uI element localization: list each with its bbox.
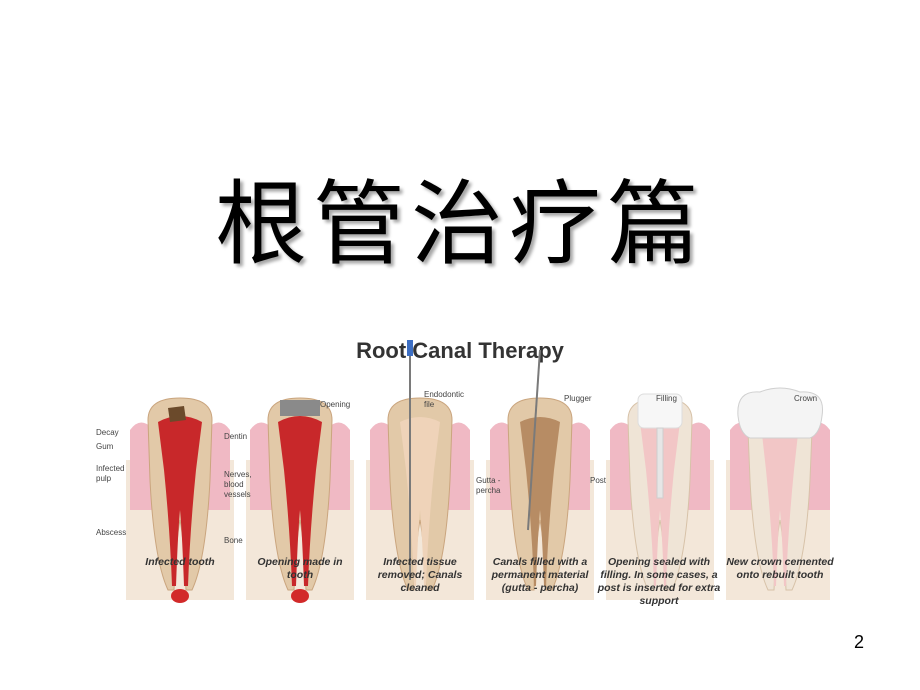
sealed-canal bbox=[762, 430, 798, 586]
gum-left bbox=[370, 422, 392, 510]
label-dentin: Dentin bbox=[224, 432, 248, 441]
gum-right bbox=[808, 422, 830, 510]
infected-pulp bbox=[278, 416, 322, 586]
gum-right bbox=[568, 422, 590, 510]
tooth-stage-1 bbox=[126, 397, 234, 603]
gum-left bbox=[730, 422, 752, 510]
sealed-canal bbox=[640, 417, 680, 586]
caption-stage-1: Infected tooth bbox=[145, 556, 215, 568]
post bbox=[656, 427, 664, 499]
infected-pulp bbox=[158, 416, 202, 586]
label-bone: Bone bbox=[224, 536, 243, 545]
gum-left bbox=[250, 422, 272, 510]
label-plugger: Plugger bbox=[564, 394, 592, 403]
caption-stage-4: Canals filled with a permanent material … bbox=[491, 556, 589, 594]
label-opening: Opening bbox=[320, 400, 351, 409]
slide-title: 根管治疗篇 bbox=[214, 171, 705, 278]
tooth-stage-3 bbox=[366, 340, 474, 600]
gum-left bbox=[130, 422, 152, 510]
tooth-stages-illustration bbox=[126, 340, 830, 603]
label-gutta: Gutta - percha bbox=[476, 476, 501, 495]
label-decay: Decay bbox=[96, 428, 119, 437]
caption-stage-5: Opening sealed with filling. In some cas… bbox=[597, 556, 721, 607]
abscess bbox=[171, 589, 189, 603]
decay bbox=[168, 406, 186, 422]
label-gum: Gum bbox=[96, 442, 114, 451]
tooth-stage-2 bbox=[246, 397, 354, 603]
gutta-percha bbox=[520, 417, 560, 586]
figure-title: Root Canal Therapy bbox=[356, 338, 564, 363]
gum-left bbox=[490, 422, 512, 510]
abscess bbox=[291, 589, 309, 603]
label-abscess: Abscess bbox=[96, 528, 127, 537]
gum-left bbox=[610, 422, 632, 510]
label-nerves: Nerves, blood vessels bbox=[224, 470, 252, 499]
caption-stage-2: Opening made in tooth bbox=[257, 556, 343, 581]
label-crown: Crown bbox=[794, 394, 818, 403]
caption-stage-3: Infected tissue removed; Canals cleaned bbox=[377, 556, 463, 594]
root-canal-figure: Root Canal Therapy bbox=[90, 330, 834, 620]
crown bbox=[737, 387, 824, 439]
label-filling: Filling bbox=[656, 394, 677, 403]
label-file: Endodontic file bbox=[424, 390, 465, 409]
plugger bbox=[527, 349, 541, 531]
gum-right bbox=[688, 422, 710, 510]
page-number: 2 bbox=[853, 632, 864, 652]
gum-right bbox=[328, 422, 350, 510]
gum-right bbox=[208, 422, 230, 510]
file-handle bbox=[407, 340, 413, 356]
label-infected-pulp: Infected pulp bbox=[96, 464, 125, 483]
caption-stage-6: New crown cemented onto rebuilt tooth bbox=[726, 556, 834, 581]
tooth-stage-6 bbox=[726, 387, 830, 600]
tooth-stage-5 bbox=[606, 393, 714, 600]
label-post: Post bbox=[590, 476, 607, 485]
gum-right bbox=[448, 422, 470, 510]
tooth-stage-4 bbox=[486, 349, 594, 600]
opening bbox=[280, 400, 320, 416]
